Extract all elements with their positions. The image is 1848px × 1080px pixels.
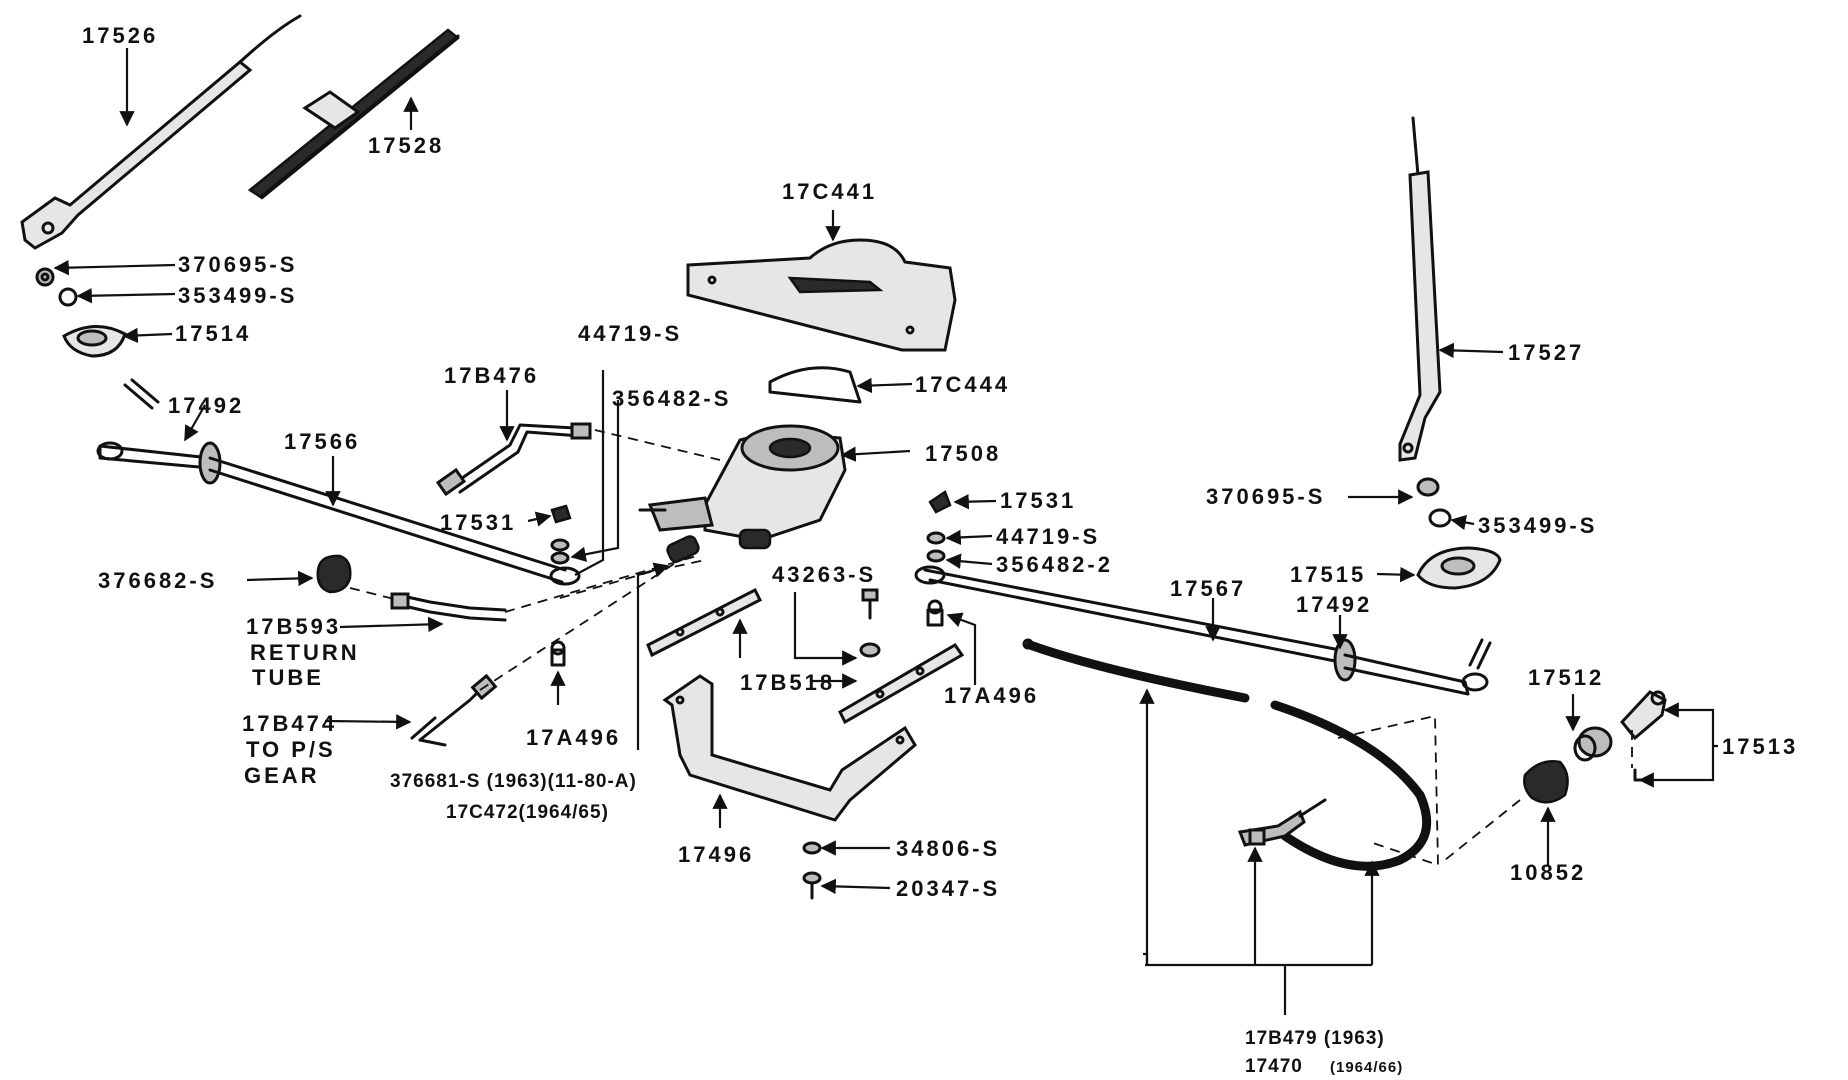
wiper-arm-left-drawing — [20, 14, 302, 250]
washer-353499-left-drawing — [58, 287, 78, 307]
label-17531-left: 17531 — [440, 510, 516, 535]
label-17492-right: 17492 — [1296, 592, 1372, 617]
label-353499-left: 353499-S — [178, 283, 297, 308]
knob-17513-drawing — [1620, 690, 1667, 782]
label-17515: 17515 — [1290, 562, 1366, 587]
label-17B474-line2: TO P/S — [246, 737, 336, 762]
label-370695-left: 370695-S — [178, 252, 297, 277]
bolt-43263-drawing — [859, 588, 881, 658]
pivot-17492-right-drawing — [1333, 638, 1492, 696]
grommet-17A496-left-drawing — [550, 640, 566, 667]
bezel-17512-drawing — [1573, 726, 1613, 762]
leader-lines — [53, 48, 1718, 1015]
label-17C472: 17C472(1964/65) — [446, 802, 609, 823]
label-17470-years: (1964/66) — [1330, 1059, 1403, 1076]
label-17B593-line3: TUBE — [252, 665, 324, 690]
clip-17531-right-drawing — [928, 490, 952, 514]
label-17B593-line1: 17B593 — [246, 614, 341, 639]
wiper-arm-right-drawing — [1398, 116, 1442, 462]
label-17496: 17496 — [678, 842, 754, 867]
screw-20347-drawing — [802, 871, 822, 900]
link-rod-17567-drawing — [914, 565, 1342, 664]
nut-370695-right-drawing — [1416, 477, 1440, 497]
label-17528: 17528 — [368, 133, 444, 158]
label-370695-right: 370695-S — [1206, 484, 1325, 509]
label-17514: 17514 — [175, 321, 251, 346]
label-17B479: 17B479 (1963) — [1245, 1028, 1385, 1049]
alignment-lines — [349, 429, 1633, 867]
label-17566: 17566 — [284, 429, 360, 454]
label-17A496-right: 17A496 — [944, 683, 1039, 708]
label-34806: 34806-S — [896, 836, 1000, 861]
label-43263: 43263-S — [772, 562, 876, 587]
nut-370695-left-drawing — [35, 267, 55, 287]
return-tube-17B593-drawing — [390, 592, 507, 622]
clip-17531-left-drawing — [550, 504, 572, 524]
label-17508: 17508 — [925, 441, 1001, 466]
strap-17B518-upper-drawing — [646, 587, 763, 658]
motor-17508-drawing — [638, 424, 847, 563]
label-17C444: 17C444 — [915, 372, 1010, 397]
washer-353499-right-drawing — [1428, 508, 1452, 528]
pivot-17492-left-drawing — [96, 378, 222, 485]
label-17512: 17512 — [1528, 665, 1604, 690]
label-356482-top: 356482-S — [612, 386, 731, 411]
label-17C441: 17C441 — [782, 179, 877, 204]
grommet-17A496-right-drawing — [926, 599, 944, 627]
pivot-bezel-17514-drawing — [62, 324, 127, 358]
label-17B474-line1: 17B474 — [242, 711, 337, 736]
pivot-bezel-17515-drawing — [1416, 546, 1502, 590]
link-rod-17566-drawing — [208, 456, 581, 586]
hose-17B474-drawing — [410, 673, 498, 747]
washer-34806-drawing — [802, 841, 822, 855]
label-17526: 17526 — [82, 23, 158, 48]
cover-plate-17C441-drawing — [686, 238, 957, 352]
label-10852: 10852 — [1510, 860, 1586, 885]
washers-left-drawing — [550, 538, 570, 565]
label-17B518: 17B518 — [740, 670, 835, 695]
label-44719-top: 44719-S — [578, 321, 682, 346]
label-44719-right: 44719-S — [996, 524, 1100, 549]
label-17A496-left: 17A496 — [526, 725, 621, 750]
label-17470: 17470 — [1245, 1056, 1303, 1077]
label-17531-right: 17531 — [1000, 488, 1076, 513]
wiper-blade-left-drawing — [247, 28, 460, 200]
label-17492-left: 17492 — [168, 393, 244, 418]
cable-17B479-drawing — [1022, 638, 1432, 871]
label-17527: 17527 — [1508, 340, 1584, 365]
part-labels: 17526 17528 370695-S 353499-S 17514 1749… — [82, 23, 1798, 1077]
shield-17C444-drawing — [768, 366, 862, 404]
label-17B593-line2: RETURN — [250, 640, 360, 665]
hose-17B476-drawing — [435, 422, 592, 497]
label-17567: 17567 — [1170, 576, 1246, 601]
label-353499-right: 353499-S — [1478, 513, 1597, 538]
washers-right-drawing — [926, 531, 946, 563]
label-376682: 376682-S — [98, 568, 217, 593]
strap-17B518-lower-drawing — [838, 643, 965, 725]
bracket-17496-drawing — [662, 674, 917, 822]
label-20347: 20347-S — [896, 876, 1000, 901]
label-17513: 17513 — [1722, 734, 1798, 759]
grommet-376682-drawing — [316, 554, 352, 594]
nut-10852-drawing — [1523, 760, 1569, 804]
label-17B474-line3: GEAR — [244, 763, 320, 788]
label-17B476: 17B476 — [444, 363, 539, 388]
label-376681: 376681-S (1963)(11-80-A) — [390, 771, 637, 792]
label-356482-right: 356482-2 — [996, 552, 1113, 577]
